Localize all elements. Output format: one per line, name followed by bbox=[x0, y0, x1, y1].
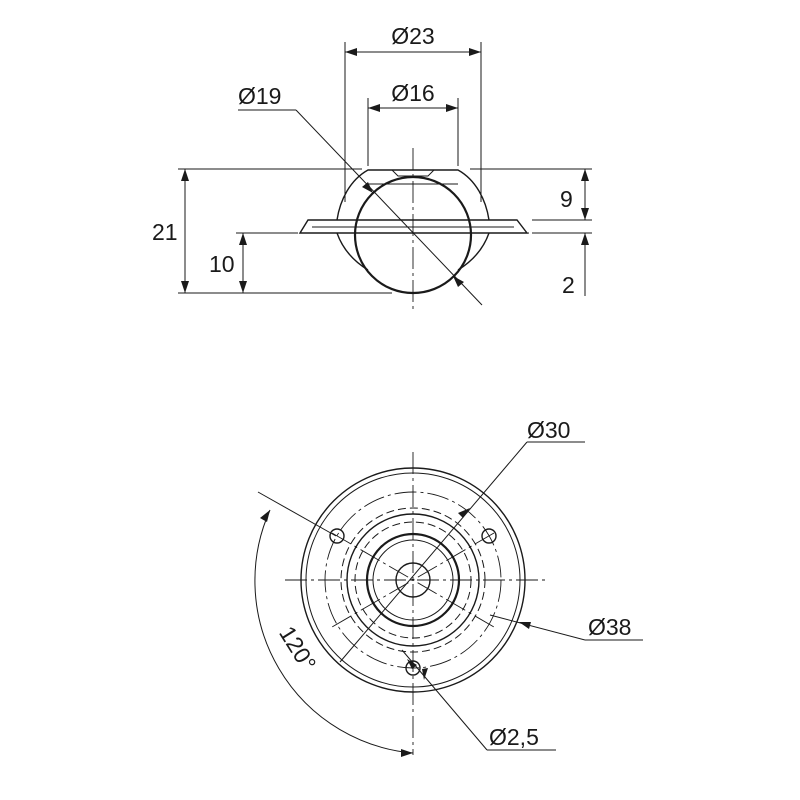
arrowhead bbox=[407, 659, 417, 669]
arrowhead bbox=[458, 508, 470, 518]
arrowhead bbox=[581, 169, 589, 181]
leader-line bbox=[339, 441, 528, 663]
arrowhead bbox=[446, 104, 458, 112]
arrowhead bbox=[519, 622, 531, 629]
arrowhead bbox=[469, 48, 481, 56]
dim-label-top-inner: Ø16 bbox=[391, 80, 434, 106]
angle-arc bbox=[254, 509, 414, 754]
mounting-hole bbox=[329, 528, 345, 544]
arrowhead bbox=[260, 510, 270, 522]
arrowhead bbox=[181, 169, 189, 181]
mounting-hole bbox=[405, 660, 421, 676]
arrowhead bbox=[239, 281, 247, 293]
dim-label-ball: Ø19 bbox=[238, 83, 281, 109]
leader-line bbox=[295, 109, 483, 306]
dim-label-top-height: 9 bbox=[560, 186, 573, 212]
arrowhead bbox=[181, 281, 189, 293]
arrowhead bbox=[362, 182, 373, 193]
dim-label-top-outer: Ø23 bbox=[391, 23, 434, 49]
leader-line bbox=[401, 649, 488, 751]
dim-label-bolt-circle: Ø30 bbox=[527, 417, 570, 443]
dim-label-flange-thickness: 2 bbox=[562, 272, 575, 298]
dim-label-hole: Ø2,5 bbox=[489, 724, 539, 750]
arrowhead bbox=[401, 749, 413, 757]
dim-label-angle: 120° bbox=[274, 621, 321, 675]
arrowhead bbox=[581, 233, 589, 245]
dim-label-total-height: 21 bbox=[152, 219, 178, 245]
side-view: Ø23 Ø16 Ø19 21 10 9 bbox=[152, 23, 592, 312]
arrowhead bbox=[368, 104, 380, 112]
mounting-hole bbox=[481, 528, 497, 544]
hole-centerline bbox=[331, 532, 495, 628]
arrowhead bbox=[453, 276, 464, 287]
dim-label-flange: Ø38 bbox=[588, 614, 631, 640]
leader-line bbox=[489, 614, 586, 641]
arrowhead bbox=[239, 233, 247, 245]
dim-label-flange-to-bottom: 10 bbox=[209, 251, 235, 277]
arrowhead bbox=[422, 668, 428, 680]
arrowhead bbox=[345, 48, 357, 56]
ext-line bbox=[257, 491, 337, 537]
top-view: Ø30 Ø38 Ø2,5 120° bbox=[254, 417, 643, 757]
